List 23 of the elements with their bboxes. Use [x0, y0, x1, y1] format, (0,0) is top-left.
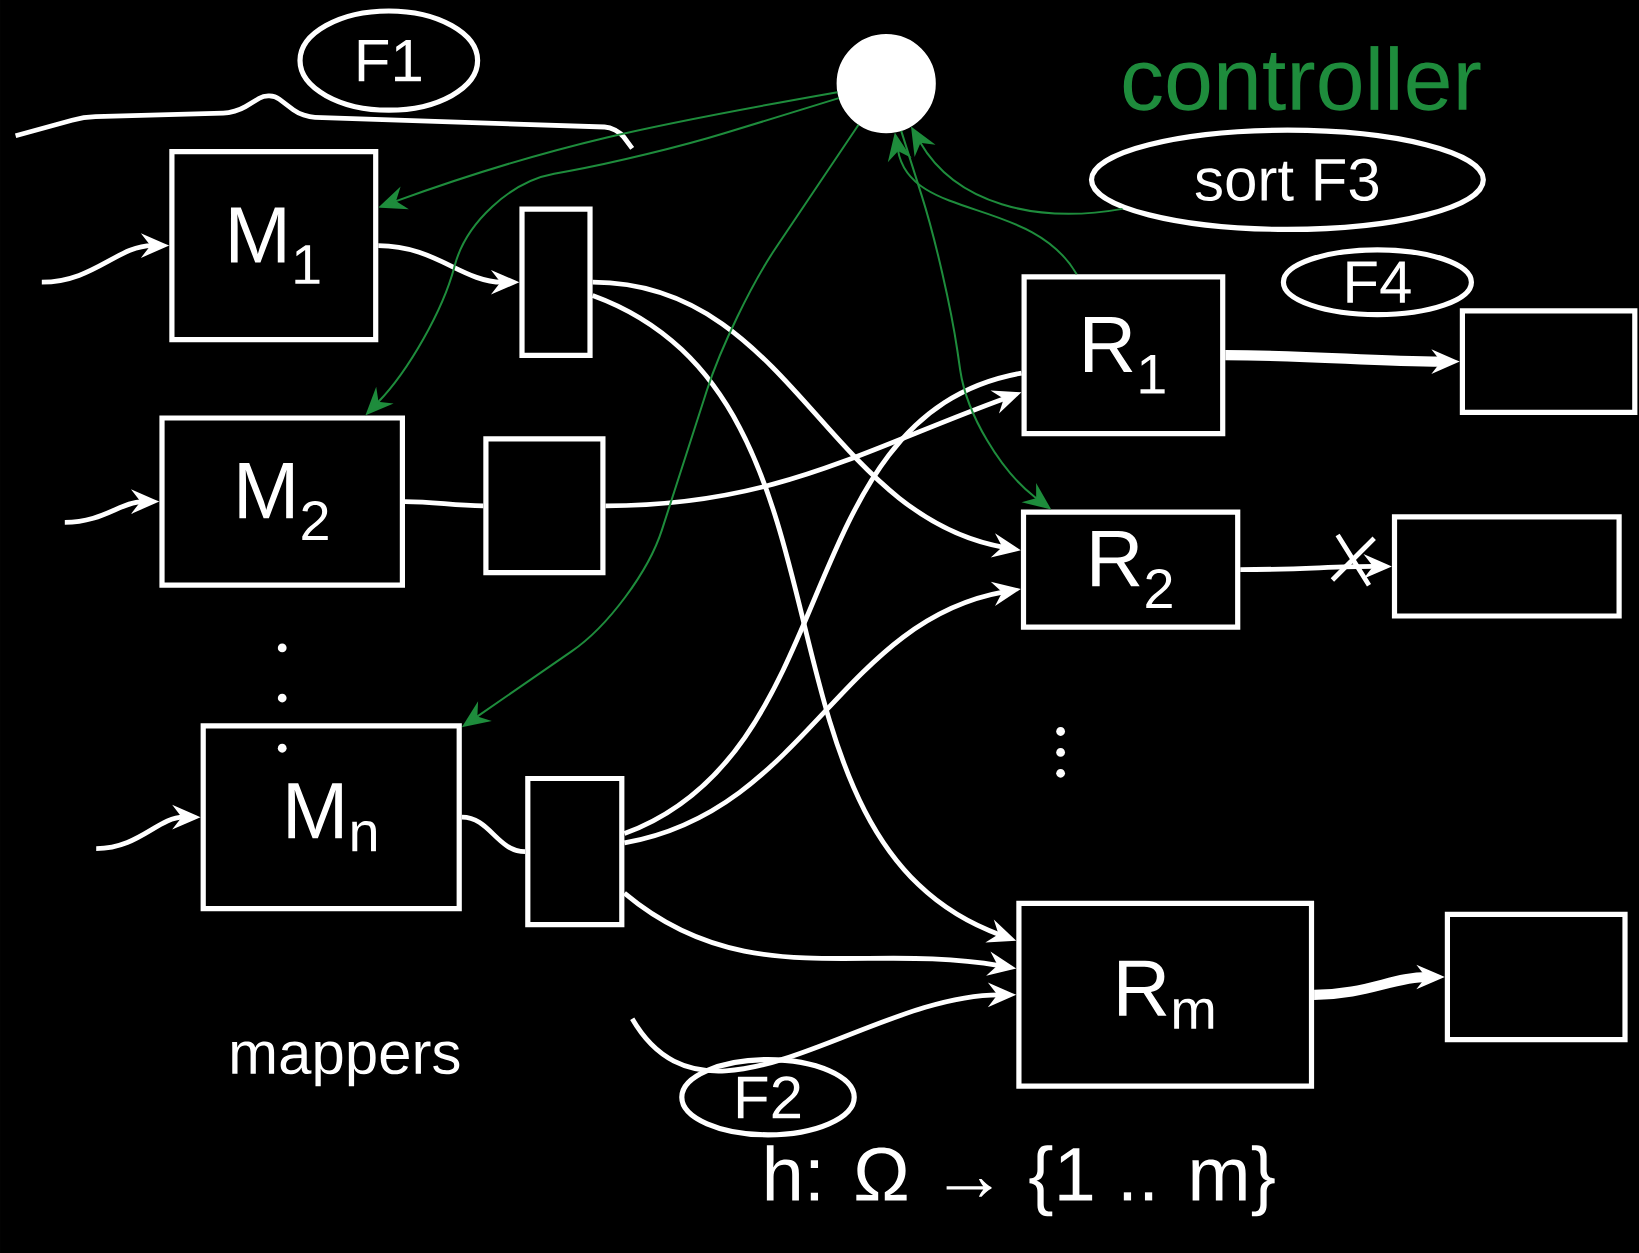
process-box: R$_{1}$	[1021, 274, 1226, 437]
controller-circle	[836, 34, 936, 134]
empty-box	[1444, 911, 1628, 1043]
empty-box	[1391, 514, 1622, 619]
oval-label: sort F3	[1088, 127, 1486, 232]
process-box: M$_{n}$	[200, 723, 462, 912]
process-box: M$_{2}$	[159, 415, 405, 588]
line	[623, 370, 1023, 836]
oval-label: F2	[679, 1057, 857, 1138]
text-label: mappers	[232, 1041, 460, 1087]
process-box: M$_{1}$	[169, 149, 379, 343]
line	[405, 499, 484, 509]
empty-box	[519, 206, 593, 358]
text-label: h: Ω → {1 .. m}	[766, 1145, 1275, 1217]
oval-label: F4	[1280, 247, 1474, 318]
line	[461, 814, 526, 854]
process-box: R$_{2}$	[1020, 509, 1241, 630]
empty-box	[483, 436, 606, 576]
oval-label: F1	[297, 8, 481, 113]
empty-box	[525, 775, 625, 928]
process-box: R$_{m}$	[1016, 900, 1315, 1089]
empty-box	[1459, 308, 1638, 415]
text-label: controller	[1123, 46, 1481, 111]
